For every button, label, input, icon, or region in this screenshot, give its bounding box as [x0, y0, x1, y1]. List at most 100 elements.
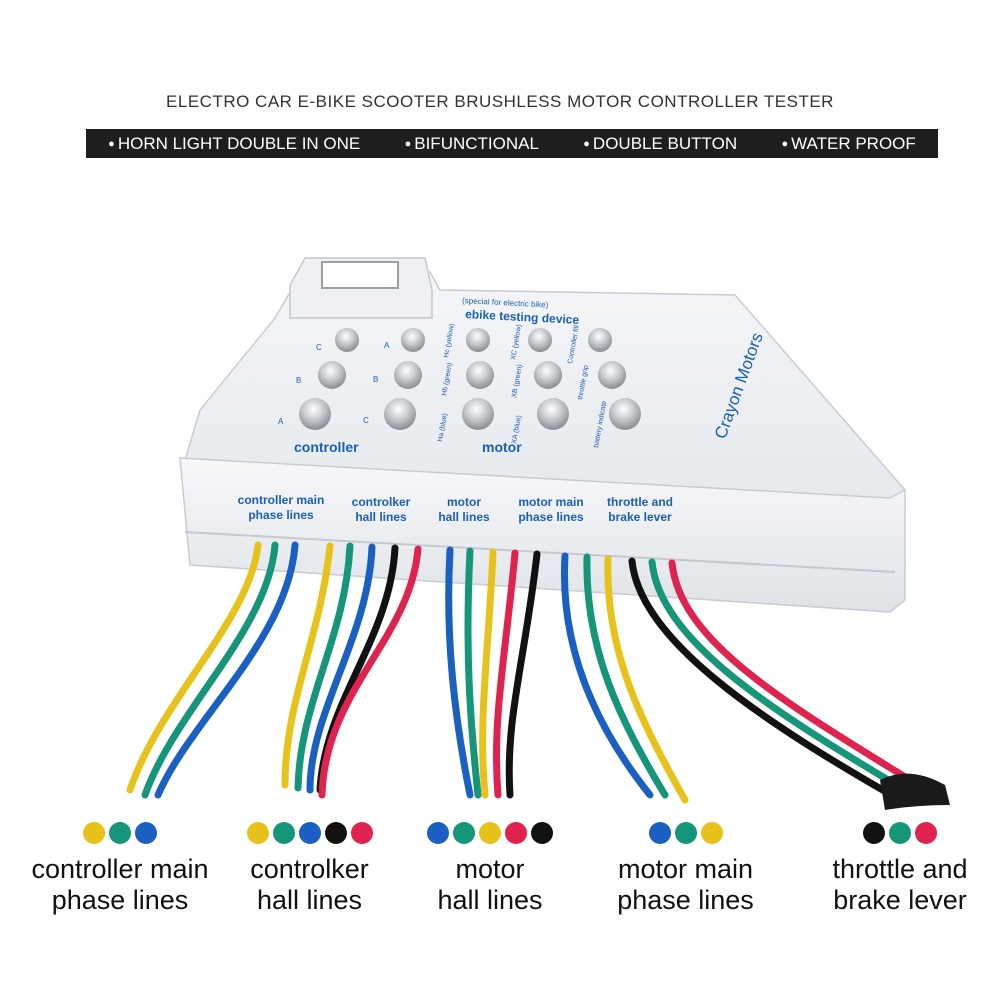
wire [154, 541, 299, 799]
wire [505, 550, 541, 799]
port-label: controller main [238, 493, 325, 507]
led-indicator [466, 328, 490, 352]
red-color-dot [350, 822, 373, 844]
port-label: phase lines [518, 510, 584, 524]
box-seam [184, 531, 896, 573]
led-indicator [335, 328, 359, 352]
port-label: controlker [352, 495, 411, 509]
box-front-face [179, 457, 906, 613]
port-label: brake lever [608, 510, 672, 524]
section-motor-label: motor [482, 439, 522, 455]
led-label: XA (blue) [511, 415, 523, 445]
blue-color-dot [298, 822, 321, 844]
led-letter: A [384, 341, 390, 350]
wire [648, 558, 909, 794]
legend-label-line: hall lines [437, 885, 543, 915]
led-indicator [528, 328, 552, 352]
legend-label-line: controlker [250, 854, 369, 884]
yellow-color-dot [700, 822, 723, 844]
display-window [321, 261, 399, 289]
led-indicator [588, 328, 612, 352]
red-color-dot [915, 822, 937, 844]
wire [294, 542, 354, 792]
legend-label-line: throttle and [832, 854, 968, 884]
led-indicator [394, 361, 422, 389]
led-indicator [401, 328, 425, 352]
wire [492, 549, 519, 799]
led-indicator [609, 398, 641, 430]
wire [604, 555, 689, 804]
blue-color-dot [427, 822, 449, 844]
section-controller-label: controller [294, 439, 359, 455]
legend-label: motor hall lines [415, 854, 565, 916]
legend-group-motor-main-phase: motor main phase lines [598, 820, 773, 916]
legend-dots [415, 820, 565, 846]
led-indicator [466, 361, 494, 389]
port-label: motor [447, 495, 481, 509]
blue-color-dot [135, 822, 157, 844]
wire [306, 543, 376, 794]
wire [583, 553, 669, 799]
page-title: ELECTRO CAR E-BIKE SCOOTER BRUSHLESS MOT… [166, 92, 834, 111]
port-label: motor main [518, 495, 583, 509]
led-indicator [534, 361, 562, 389]
wire-bundle [126, 541, 914, 804]
legend-label-line: phase lines [51, 885, 189, 915]
legend-group-controller-main-phase: controller main phase lines [10, 820, 230, 916]
led-letter: B [296, 376, 301, 385]
blue-color-dot [648, 822, 671, 844]
legend-dots [598, 820, 773, 846]
legend-label-line: phase lines [617, 885, 754, 915]
led-letter: A [278, 417, 284, 426]
green-color-dot [889, 822, 911, 844]
wire [445, 546, 474, 799]
legend-label-line: hall lines [256, 885, 363, 915]
wire [318, 545, 422, 799]
wire [141, 541, 279, 799]
led-letter: B [373, 375, 378, 384]
led-letter: C [316, 343, 322, 352]
green-color-dot [674, 822, 697, 844]
legend-label: controlker hall lines [232, 854, 387, 916]
wire [668, 559, 914, 784]
led-indicator [299, 398, 331, 430]
legend-group-controlker-hall: controlker hall lines [232, 820, 387, 916]
led-array [299, 328, 641, 430]
port-label: throttle and [607, 495, 673, 509]
legend-dots [232, 820, 387, 846]
yellow-color-dot [83, 822, 105, 844]
wire [560, 552, 654, 799]
wire [464, 547, 482, 799]
feature-item: DOUBLE BUTTON [583, 134, 737, 154]
red-color-dot [505, 822, 527, 844]
led-indicator [384, 398, 416, 430]
black-color-dot [531, 822, 553, 844]
wire [281, 542, 334, 789]
legend-label: motor main phase lines [598, 854, 773, 916]
legend-label-line: motor main [617, 854, 754, 884]
legend-label: throttle and brake lever [810, 854, 990, 916]
led-label: Ha (blue) [437, 413, 449, 443]
feature-item: WATER PROOF [781, 134, 916, 154]
led-indicator [318, 361, 346, 389]
black-color-dot [863, 822, 885, 844]
led-indicator [462, 398, 494, 430]
feature-bar: HORN LIGHT DOUBLE IN ONE BIFUNCTIONAL DO… [86, 129, 938, 158]
wire [126, 541, 262, 794]
port-labels: controller main phase lines controlker h… [238, 493, 673, 524]
legend-label-line: motor [455, 854, 525, 884]
port-label: hall lines [355, 510, 407, 524]
yellow-color-dot [479, 822, 501, 844]
legend-group-motor-hall: motor hall lines [415, 820, 565, 916]
black-color-dot [324, 822, 347, 844]
legend-dots [810, 820, 990, 846]
feature-item: HORN LIGHT DOUBLE IN ONE [108, 134, 360, 154]
led-indicator [537, 398, 569, 430]
color-legend: controller main phase lines controlker h… [0, 820, 1000, 1000]
device-name: ebike testing device [465, 307, 580, 327]
green-color-dot [272, 822, 295, 844]
wire-sheath [880, 773, 950, 810]
legend-label: controller main phase lines [10, 854, 230, 916]
led-indicator [598, 361, 626, 389]
